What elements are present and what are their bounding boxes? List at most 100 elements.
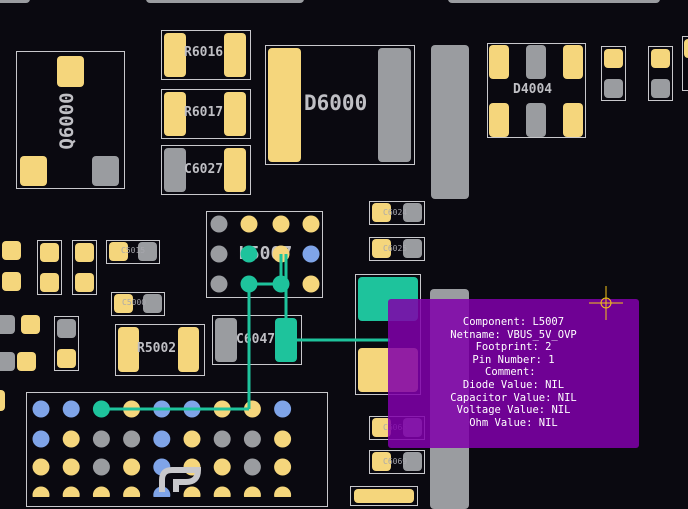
pcb-overlay <box>32 215 390 497</box>
r6016-label: R6016 <box>184 45 224 60</box>
r6016-outline[interactable] <box>161 30 251 80</box>
r6017-label: R6017 <box>184 105 224 120</box>
bga-ball <box>62 400 80 418</box>
left-small-comp-3[interactable] <box>72 240 97 295</box>
d4004-outline[interactable] <box>487 43 586 138</box>
bga-ball <box>183 486 201 497</box>
left-mid-pad-2 <box>0 315 15 334</box>
small-comp-right-1[interactable] <box>601 46 626 101</box>
left-mid-pad-4 <box>0 352 15 371</box>
left-mid-pad-5 <box>0 390 5 411</box>
tooltip-pin-number-label: Pin Number: <box>472 353 542 366</box>
small-comp-right-3[interactable] <box>682 36 688 91</box>
tooltip-pin-number-row: Pin Number: 1 <box>388 354 639 367</box>
bga-ball <box>243 430 261 448</box>
c5000-outline[interactable] <box>111 292 165 316</box>
l5007-pad-grid-outline[interactable] <box>206 211 323 298</box>
left-small-comp-2-pad-1 <box>40 243 59 262</box>
small-comp-right-2-pad-2 <box>651 79 670 98</box>
r5002-label: R5002 <box>137 341 177 356</box>
c5015-label: C5015 <box>121 246 146 255</box>
bga-ball <box>32 458 50 476</box>
c6069-label: C6069 <box>383 457 408 466</box>
c5000-pad-1 <box>114 294 133 313</box>
d4004-pad-4 <box>489 103 509 137</box>
bga-ball <box>32 430 50 448</box>
r5002-pad-1 <box>118 327 139 372</box>
left-small-comp-3-pad-2 <box>75 273 94 292</box>
r6017-outline[interactable] <box>161 89 251 139</box>
tooltip-component-row: Component: L5007 <box>388 316 639 329</box>
left-small-pad-1 <box>2 241 21 260</box>
q6000-pad-2 <box>20 156 47 186</box>
tooltip-pin-number-value: 1 <box>548 353 555 366</box>
left-mid-pad-3 <box>17 352 36 371</box>
r5002-pad-2 <box>178 327 199 372</box>
c6069-pad-1 <box>372 452 391 471</box>
tooltip-netname-value: VBUS_5V_OVP <box>507 328 577 341</box>
partial-pad-top-mid <box>146 0 304 3</box>
c6027-label: C6027 <box>184 162 224 177</box>
left-mid-comp-2[interactable] <box>54 316 79 371</box>
bga-ball <box>243 486 261 497</box>
small-comp-right-2-pad-1 <box>651 49 670 68</box>
tall-pad-1 <box>431 45 469 199</box>
c5000-label: C5000 <box>122 298 147 307</box>
c5015-outline[interactable] <box>106 240 160 264</box>
q6000-outline[interactable] <box>16 51 125 189</box>
bga-ball <box>213 486 231 497</box>
left-mid-pad-1 <box>21 315 40 334</box>
c6027-outline[interactable] <box>161 145 251 195</box>
bga-balls <box>32 215 320 497</box>
l5007-ball <box>240 215 258 233</box>
c6024-outline[interactable] <box>369 201 425 225</box>
bga-ball <box>274 486 292 497</box>
l5007-ball <box>240 245 258 263</box>
c6025-pad-2 <box>403 239 422 258</box>
left-small-pad-2 <box>2 272 21 291</box>
r5002-outline[interactable] <box>115 324 205 376</box>
left-small-comp-2[interactable] <box>37 240 62 295</box>
tooltip-ohm-row: Ohm Value: NIL <box>388 417 639 430</box>
bga-ball <box>243 458 261 476</box>
c6024-label: C6024 <box>383 208 408 217</box>
bga-ball <box>274 400 292 418</box>
r6016-pad-1 <box>164 33 186 77</box>
small-comp-right-1-pad-2 <box>604 79 623 98</box>
l5007-ball <box>302 245 320 263</box>
d4004-pad-1 <box>489 45 509 79</box>
c6068-pad-1 <box>372 418 391 437</box>
tooltip-diode-row: Diode Value: NIL <box>388 379 639 392</box>
c6069-outline[interactable] <box>369 450 425 474</box>
d6000-outline[interactable] <box>265 45 415 165</box>
l5007-ball <box>210 245 228 263</box>
partial-pad-top-right <box>448 0 660 3</box>
bga-ball <box>123 430 141 448</box>
l5007-ball <box>210 275 228 293</box>
c6027-pad-1 <box>164 148 186 192</box>
c5000-pad-2 <box>143 294 162 313</box>
l5007-ball <box>210 215 228 233</box>
small-comp-right-2[interactable] <box>648 46 673 101</box>
c6025-label: C6025 <box>383 244 408 253</box>
left-mid-comp-2-pad-1 <box>57 319 76 338</box>
bga-ball <box>213 458 231 476</box>
l5007-ball <box>272 215 290 233</box>
tooltip-footprint-label: Footprint: <box>475 341 539 354</box>
tooltip-netname-row: Netname: VBUS_5V_OVP <box>388 329 639 342</box>
d4004-pad-3 <box>563 45 583 79</box>
tooltip-ohm-value: NIL <box>538 416 558 429</box>
r6017-pad-1 <box>164 92 186 136</box>
c5015-pad-1 <box>109 242 128 261</box>
left-small-comp-2-pad-2 <box>40 273 59 292</box>
left-small-comp-3-pad-1 <box>75 243 94 262</box>
net-traces <box>102 254 390 411</box>
c6027-pad-2 <box>224 148 246 192</box>
tooltip-voltage-value: NIL <box>551 404 571 417</box>
q6000-pad-3 <box>92 156 119 186</box>
small-comp-right-1-pad-1 <box>604 49 623 68</box>
tooltip-capacitor-value: NIL <box>557 391 577 404</box>
tooltip-footprint-value: 2 <box>545 341 552 354</box>
c6025-outline[interactable] <box>369 237 425 261</box>
